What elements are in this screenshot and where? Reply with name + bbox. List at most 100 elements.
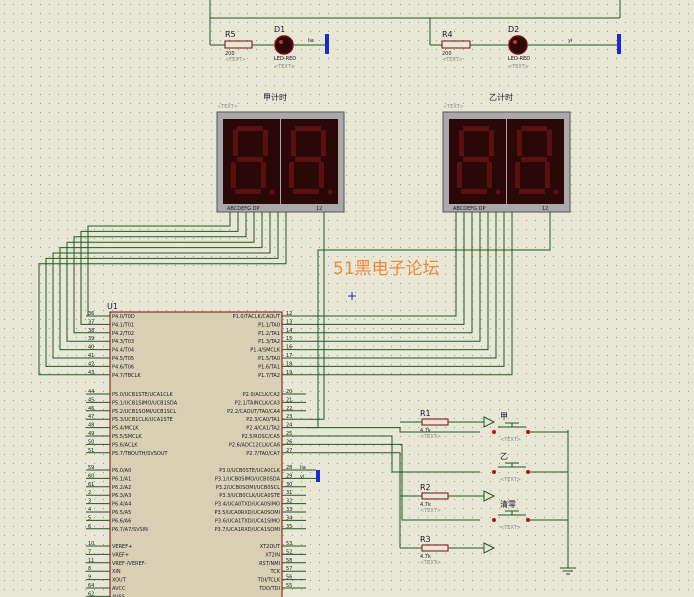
mcu-u1[interactable]: U1 — [107, 302, 283, 597]
pin-name: P3.0/UCB0STE/UCA0CLK — [219, 468, 281, 474]
pin-name: P6.7/A7/SVSIN — [112, 527, 148, 533]
pin-number: 44 — [88, 389, 94, 395]
button-circuit-4[interactable]: R34.7k<TEXT> — [400, 535, 496, 566]
led-d2[interactable]: D2 LED-RED <TEXT> — [508, 25, 530, 70]
terminal-mcu[interactable] — [316, 470, 320, 482]
pin-name: P2.4/CA1/TA2 — [246, 426, 280, 432]
display-placeholder-1: <TEXT> — [217, 104, 238, 110]
pin-number: 17 — [286, 353, 292, 359]
pin-number: 31 — [286, 490, 292, 496]
button-circuit-1[interactable]: R14.7k<TEXT>甲<TEXT> — [400, 409, 568, 443]
terminal-lia-top[interactable] — [325, 34, 329, 54]
pin-number: 48 — [88, 423, 94, 429]
pin-number: 19 — [286, 370, 292, 376]
pin-number: 45 — [88, 397, 94, 403]
pin-number: 49 — [88, 431, 94, 437]
pin-name: P1.4/SMCLK — [250, 348, 280, 354]
pin-name: P1.2/TA1 — [258, 331, 280, 337]
pin-number: 58 — [286, 558, 292, 564]
pin-name: P5.7/TBOUTH/SVSOUT — [112, 451, 169, 457]
pin-name: P2.6/ADC12CLK/CA6 — [229, 442, 280, 448]
led-d1[interactable]: D1 LED-RED <TEXT> — [274, 25, 296, 70]
resistor-placeholder: <TEXT> — [420, 434, 441, 440]
mcu-pin-left[interactable]: 62AVSS — [86, 591, 125, 597]
top-led-circuit — [209, 0, 621, 46]
pin-name: P2.3/CA0/TA1 — [246, 417, 280, 423]
pin-name: P5.2/UCB1SOMI/UCB1SCL — [112, 409, 176, 415]
pin-name: P3.6/UCA1TXD/UCA1SIMO — [215, 518, 280, 524]
resistor-placeholder: <TEXT> — [420, 508, 441, 514]
resistor-r4[interactable]: R4 200 <TEXT> — [441, 30, 471, 63]
pin-number: 16 — [286, 345, 292, 351]
terminal-yi-top[interactable] — [617, 34, 621, 54]
button-circuit-3[interactable]: R24.7k<TEXT>清零<TEXT> — [400, 483, 568, 531]
resistor-r5[interactable]: R5 200 <TEXT> — [224, 30, 253, 63]
pin-number: 61 — [88, 482, 94, 488]
button-circuit-2[interactable]: 乙<TEXT> — [492, 452, 568, 483]
